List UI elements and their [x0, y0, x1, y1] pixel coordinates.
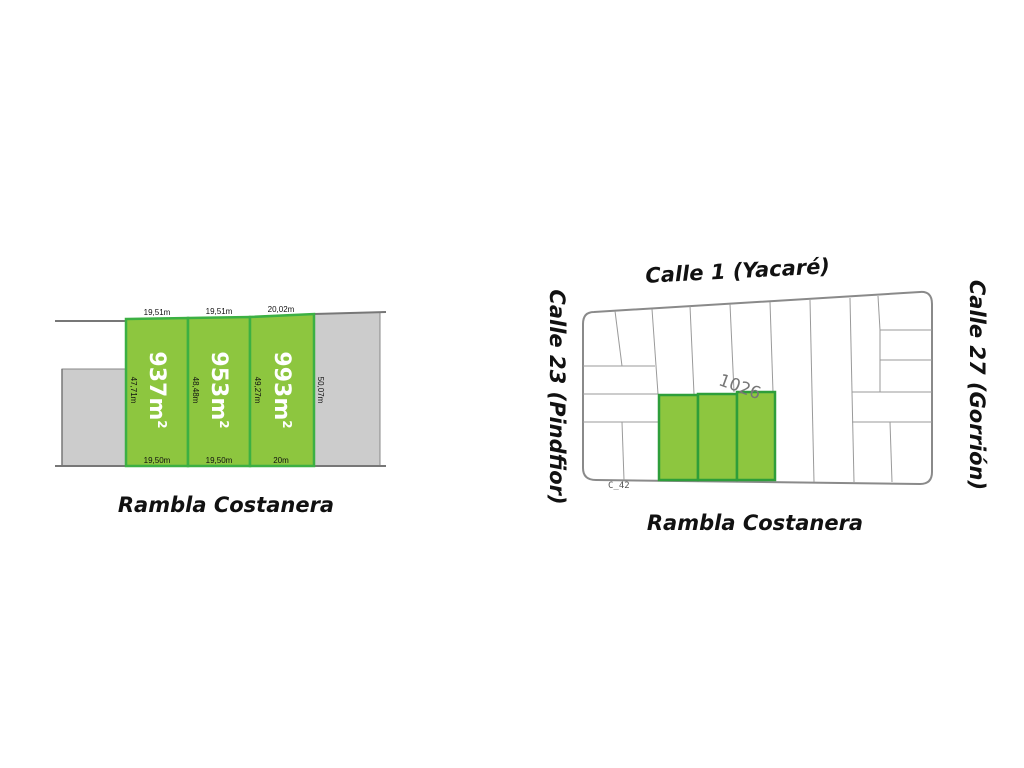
- neighbor-parcel-left: [61, 368, 127, 467]
- lot-3-bottom-dimension: 20m: [273, 456, 289, 465]
- lot-2-area-value: 953m: [206, 351, 231, 420]
- lot-3-depth-dimension: 49,27m: [253, 377, 262, 404]
- lot-2-top-dimension: 19,51m: [206, 307, 233, 316]
- lot-2-depth-dimension: 48,48m: [191, 377, 200, 404]
- lot-3-top-dimension: 20,02m: [268, 305, 295, 314]
- lot-3-area-exponent: 2: [280, 420, 294, 428]
- street-bottom-label: Rambla Costanera: [647, 511, 863, 535]
- lot-1-depth-dimension: 47,71m: [129, 377, 138, 404]
- lot-1-area-exponent: 2: [155, 420, 169, 428]
- map-lot-1[interactable]: [657, 393, 700, 482]
- map-lot-3[interactable]: [735, 390, 777, 482]
- block-map: 1026 C_42 Calle 1 (Yacaré) Calle 23 (Pin…: [545, 254, 989, 535]
- lot-1-top-dimension: 19,51m: [144, 308, 171, 317]
- rear-boundary-line-right: [313, 311, 387, 315]
- lot-2-area-exponent: 2: [217, 420, 231, 428]
- map-lot-2[interactable]: [696, 392, 739, 482]
- lot-1-area-label: 937m2: [144, 351, 169, 428]
- parcel-lines: [583, 295, 932, 483]
- street-top-label: Calle 1 (Yacaré): [645, 254, 831, 288]
- plan-street-label: Rambla Costanera: [118, 493, 334, 517]
- lot-plan: 19,51m 19,51m 20,02m 19,50m 19,50m 20m 4…: [55, 305, 387, 517]
- street-left-label: Calle 23 (Pindfior): [545, 289, 569, 504]
- lot-2-area-label: 953m2: [206, 351, 231, 428]
- lot-2-bottom-dimension: 19,50m: [206, 456, 233, 465]
- lot-3-area-value: 993m: [269, 351, 294, 420]
- lot-3-area-label: 993m2: [269, 351, 294, 428]
- lot-3[interactable]: [248, 312, 316, 468]
- street-right-label: Calle 27 (Gorrión): [965, 280, 989, 490]
- lot-1-area-value: 937m: [144, 351, 169, 420]
- lot-1-bottom-dimension: 19,50m: [144, 456, 171, 465]
- lot-3-right-depth-dimension: 50,07m: [316, 377, 325, 404]
- corner-code: C_42: [608, 481, 630, 491]
